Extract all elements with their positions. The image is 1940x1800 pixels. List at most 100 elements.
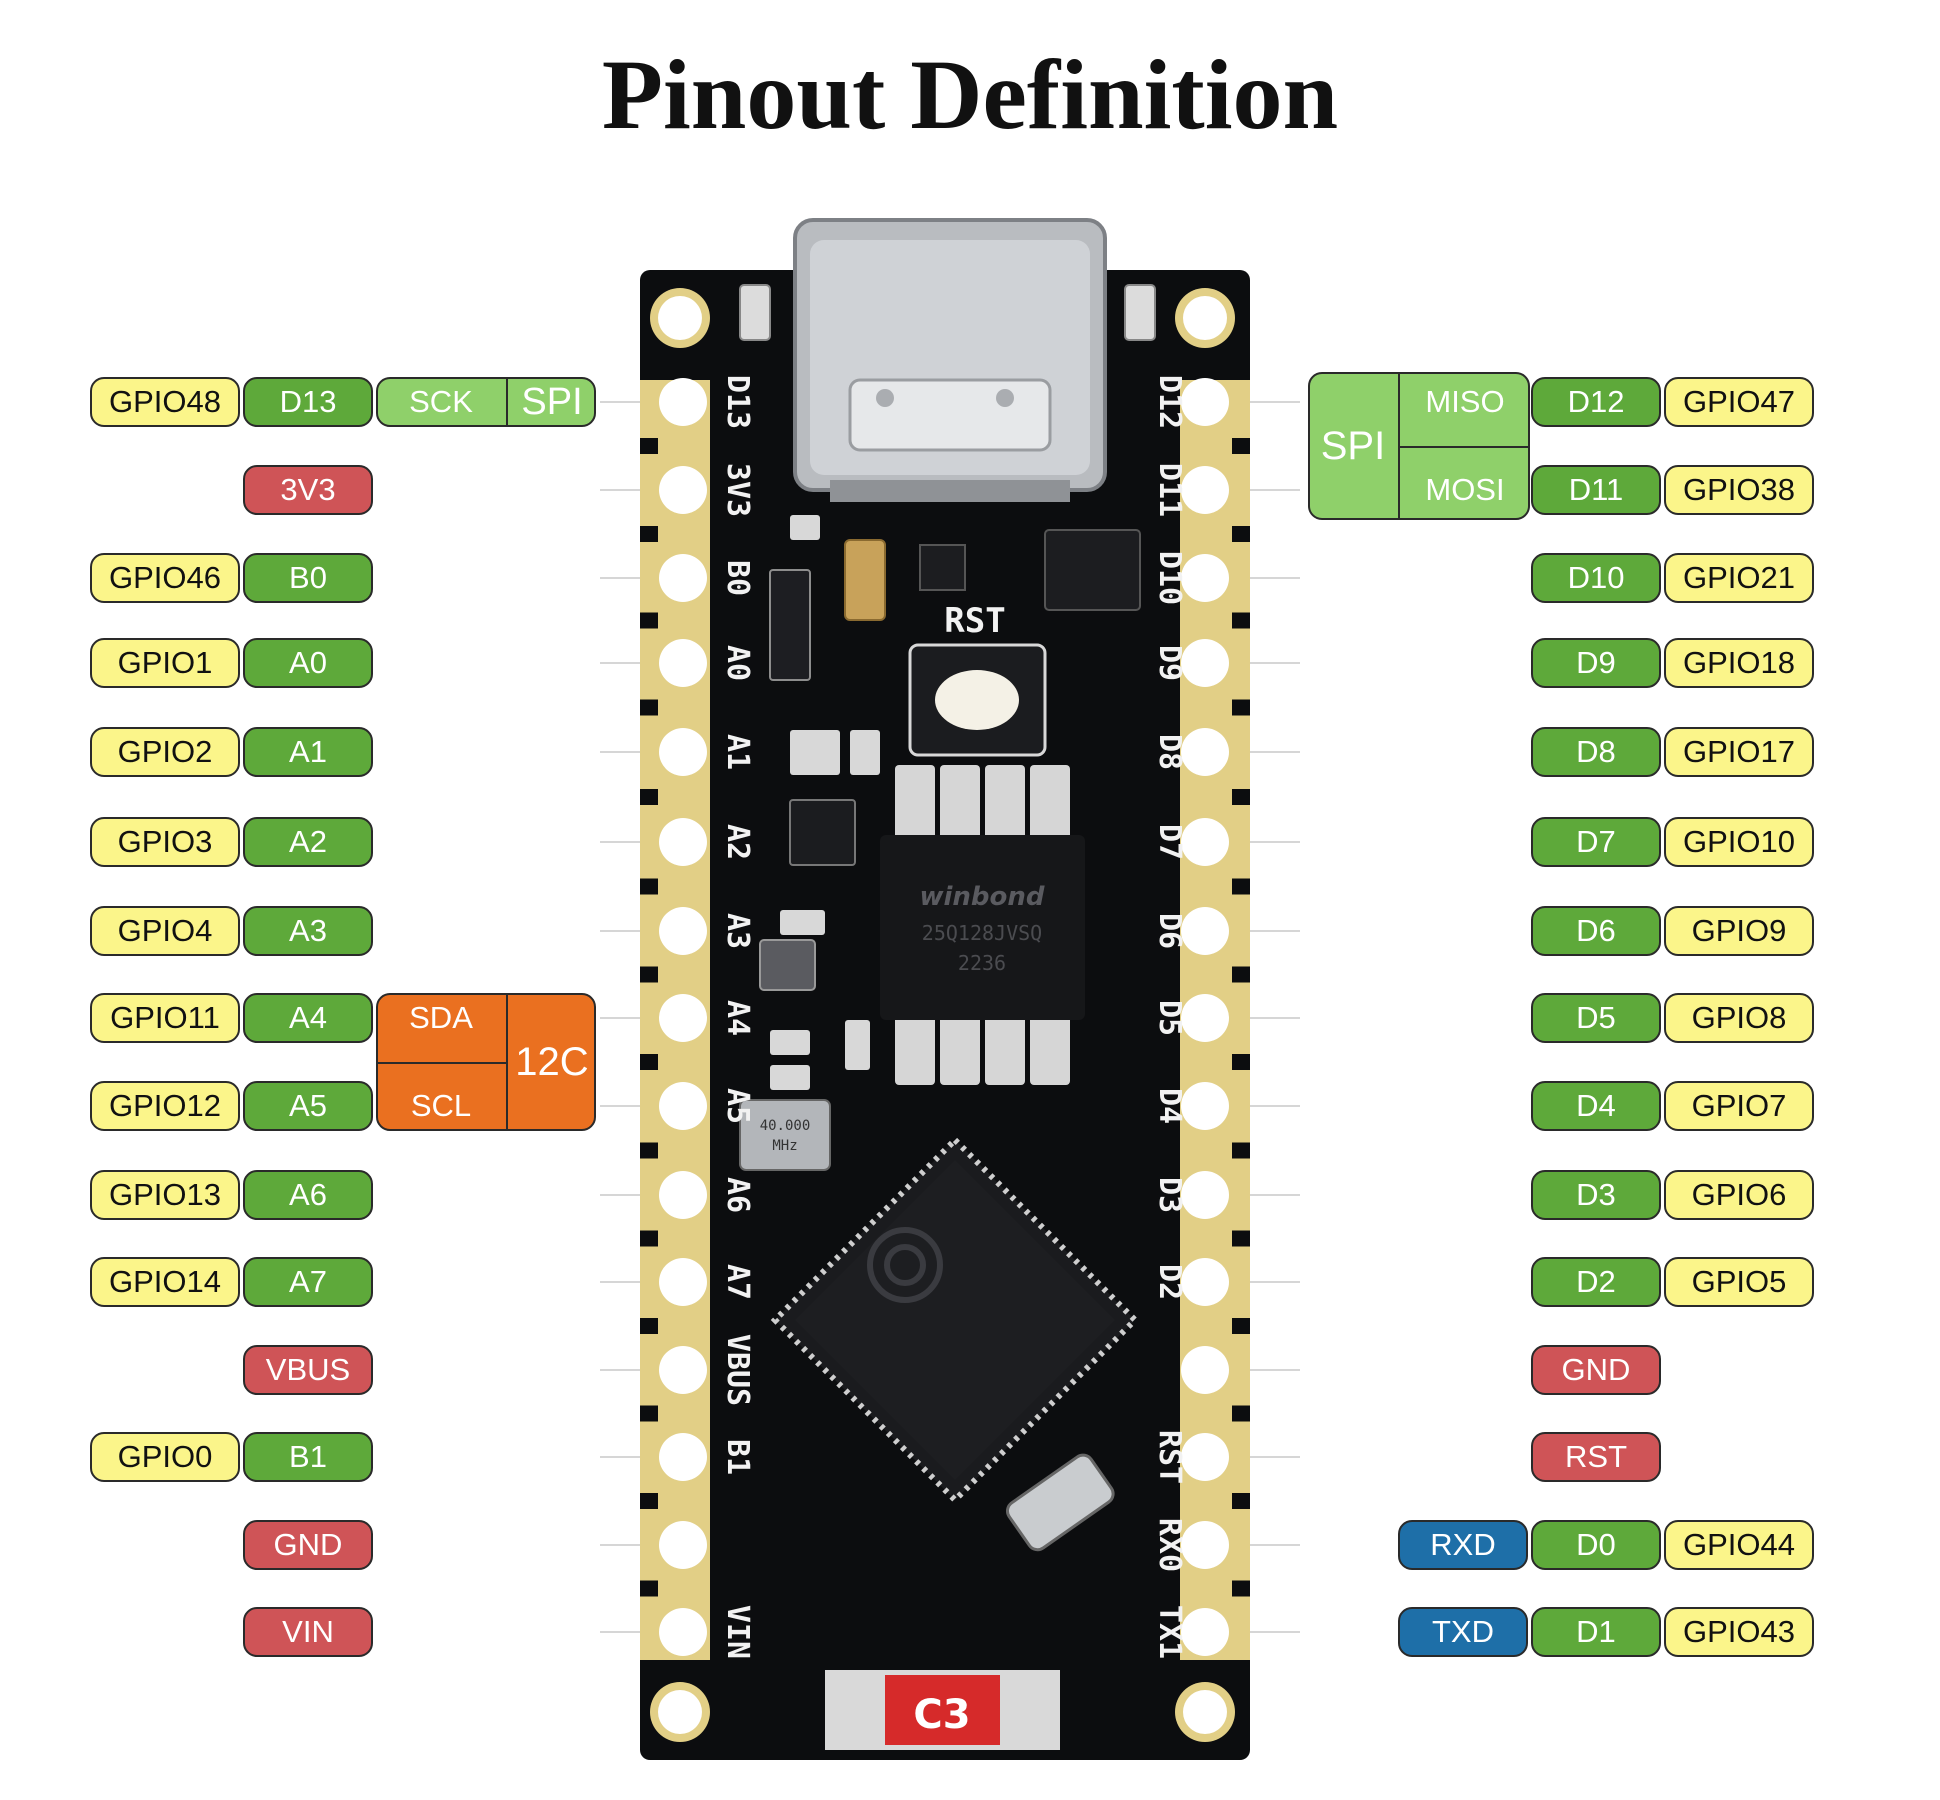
silk-label: VBUS	[720, 1334, 755, 1406]
pad-notch	[1232, 789, 1250, 805]
pin-hole	[1181, 1521, 1229, 1569]
silk-label: A6	[720, 1177, 755, 1213]
silk-label: D13	[720, 375, 755, 429]
silk-label: A7	[720, 1264, 755, 1300]
pin-label: D5	[1531, 993, 1661, 1043]
gpio-label: GPIO44	[1664, 1520, 1814, 1570]
silk-label: D10	[1152, 551, 1187, 605]
pad-notch	[1232, 1230, 1250, 1247]
gpio-label: GPIO7	[1664, 1081, 1814, 1131]
silk-label: B0	[720, 560, 755, 596]
pad-notch	[640, 1230, 658, 1247]
pin-label: B1	[243, 1432, 373, 1482]
silk-label: RX0	[1152, 1518, 1187, 1572]
spi-group-name: SPI	[521, 381, 583, 423]
miso-label: MISO	[1425, 384, 1505, 419]
pin-hole	[659, 728, 707, 776]
svg-text:25Q128JVSQ: 25Q128JVSQ	[922, 921, 1042, 945]
pin-label: A5	[243, 1081, 373, 1131]
pin-hole	[659, 907, 707, 955]
pad-notch	[1232, 1054, 1250, 1070]
gpio-label: GPIO6	[1664, 1170, 1814, 1220]
pin-hole	[1181, 1346, 1229, 1394]
pad-notch	[640, 1405, 658, 1422]
pin-hole	[659, 994, 707, 1042]
silk-label: A4	[720, 1000, 755, 1036]
gpio-label: GPIO9	[1664, 906, 1814, 956]
silk-label: D4	[1152, 1088, 1187, 1124]
silk-label: D6	[1152, 913, 1187, 949]
silk-label: A1	[720, 734, 755, 770]
pin-label: VBUS	[243, 1345, 373, 1395]
gpio-label: GPIO10	[1664, 817, 1814, 867]
pin-label: GND	[1531, 1345, 1661, 1395]
pad-notch	[1232, 1580, 1250, 1597]
pin-hole	[1181, 728, 1229, 776]
i2c-group-name: 12C	[515, 1040, 589, 1084]
pin-label: 3V3	[243, 465, 373, 515]
pad-notch	[640, 789, 658, 805]
divider	[506, 993, 508, 1131]
gpio-label: GPIO8	[1664, 993, 1814, 1043]
pin-label: D9	[1531, 638, 1661, 688]
pad-notch	[640, 966, 658, 983]
gpio-label: GPIO0	[90, 1432, 240, 1482]
silk-label: D8	[1152, 734, 1187, 770]
gpio-label: GPIO1	[90, 638, 240, 688]
uart-label: TXD	[1398, 1607, 1528, 1657]
pad-notch	[640, 699, 658, 716]
pad-notch	[640, 1580, 658, 1597]
pin-hole	[659, 1346, 707, 1394]
silk-label: D12	[1152, 375, 1187, 429]
pin-label: RST	[1531, 1432, 1661, 1482]
pin-label: D13	[243, 377, 373, 427]
silk-label: D7	[1152, 824, 1187, 860]
silk-label: A2	[720, 824, 755, 860]
silk-label: TX1	[1152, 1605, 1187, 1659]
pin-label: D6	[1531, 906, 1661, 956]
spi-group-name: SPI	[1320, 424, 1386, 468]
pad-notch	[640, 612, 658, 629]
pin-hole	[659, 1521, 707, 1569]
silk-label: B1	[720, 1439, 755, 1475]
pin-hole	[659, 466, 707, 514]
pad-notch	[640, 526, 658, 542]
pin-label: D3	[1531, 1170, 1661, 1220]
pin-hole	[659, 1433, 707, 1481]
gpio-label: GPIO4	[90, 906, 240, 956]
pin-hole	[1181, 1608, 1229, 1656]
pin-hole	[659, 378, 707, 426]
pin-hole	[1181, 378, 1229, 426]
gpio-label: GPIO21	[1664, 553, 1814, 603]
silk-label: VIN	[720, 1605, 755, 1659]
silk-label: D3	[1152, 1177, 1187, 1213]
gpio-label: GPIO38	[1664, 465, 1814, 515]
page-title: Pinout Definition	[601, 39, 1339, 150]
esp32-chip	[770, 1135, 1140, 1505]
pin-label: D0	[1531, 1520, 1661, 1570]
pad-notch	[1232, 438, 1250, 454]
pad-notch	[1232, 1493, 1250, 1509]
gpio-label: GPIO18	[1664, 638, 1814, 688]
mosi-label: MOSI	[1425, 472, 1505, 507]
silk-label: A0	[720, 645, 755, 681]
pin-hole	[1181, 818, 1229, 866]
pin-label: A0	[243, 638, 373, 688]
pin-hole	[1181, 994, 1229, 1042]
pad-notch	[1232, 1318, 1250, 1334]
pin-hole	[1181, 1258, 1229, 1306]
pin-label: D4	[1531, 1081, 1661, 1131]
pin-hole	[659, 554, 707, 602]
divider	[376, 1062, 506, 1064]
pad-notch	[1232, 1142, 1250, 1159]
gpio-label: GPIO2	[90, 727, 240, 777]
gpio-label: GPIO47	[1664, 377, 1814, 427]
silk-label: D5	[1152, 1000, 1187, 1036]
silk-label: D11	[1152, 463, 1187, 517]
pad-notch	[1232, 612, 1250, 629]
pin-label: A7	[243, 1257, 373, 1307]
svg-text:winbond: winbond	[919, 882, 1044, 912]
pin-label: A4	[243, 993, 373, 1043]
pin-hole	[659, 1258, 707, 1306]
pin-label: GND	[243, 1520, 373, 1570]
